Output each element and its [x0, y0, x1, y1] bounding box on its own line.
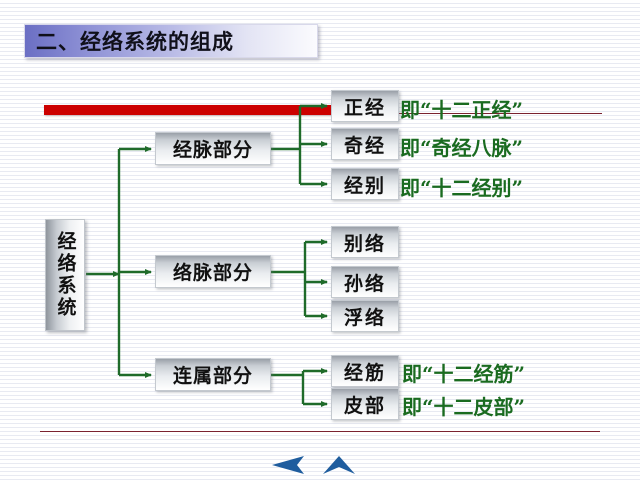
leaf-note-jingbie: 即“十二经别”: [400, 176, 524, 200]
title-banner: [24, 24, 318, 58]
top-divider-line: [395, 113, 602, 114]
leaf-note-zhengjing: 即“十二正经”: [400, 98, 524, 122]
leaf-node-label: 正经: [343, 96, 386, 119]
branch-node-label: 络脉部分: [172, 262, 253, 284]
previous-slide-arrow-icon[interactable]: [270, 455, 306, 475]
root-node-label: 经络系统: [54, 231, 77, 319]
leaf-node-zhengjing[interactable]: 正经: [331, 90, 399, 122]
leaf-node-label: 浮络: [343, 306, 386, 329]
branch-node-jingmai-bufen[interactable]: 经脉部分: [155, 132, 271, 165]
leaf-node-jingbie[interactable]: 经别: [331, 168, 399, 200]
red-accent-bar: [44, 105, 332, 115]
leaf-node-bubu[interactable]: 皮部: [331, 388, 399, 420]
leaf-note-jingjin: 即“十二经筋”: [402, 362, 526, 386]
up-slide-arrow-icon[interactable]: [322, 455, 356, 475]
page-title: 二、经络系统的组成: [36, 29, 234, 54]
bottom-divider-line: [40, 431, 600, 432]
leaf-node-sunluo[interactable]: 孙络: [331, 266, 399, 298]
leaf-node-label: 经筋: [343, 361, 386, 384]
leaf-note-qijing: 即“奇经八脉”: [400, 136, 524, 160]
leaf-node-fuluo[interactable]: 浮络: [331, 300, 399, 332]
leaf-node-label: 孙络: [343, 272, 386, 295]
leaf-node-jingjin[interactable]: 经筋: [331, 355, 399, 387]
leaf-node-qijing[interactable]: 奇经: [331, 128, 399, 160]
root-node-jingluo-xitong[interactable]: 经络系统: [45, 219, 85, 331]
branch-node-luomai-bufen[interactable]: 络脉部分: [155, 255, 271, 288]
branch-node-label: 连属部分: [172, 365, 253, 387]
leaf-note-bubu: 即“十二皮部”: [402, 395, 526, 419]
leaf-node-label: 奇经: [343, 134, 386, 157]
leaf-node-label: 经别: [343, 174, 386, 197]
leaf-node-label: 别络: [343, 232, 386, 255]
branch-node-label: 经脉部分: [172, 139, 253, 161]
leaf-node-bieluo[interactable]: 别络: [331, 226, 399, 258]
leaf-node-label: 皮部: [343, 394, 386, 417]
branch-node-lianshu-bufen[interactable]: 连属部分: [155, 358, 271, 391]
